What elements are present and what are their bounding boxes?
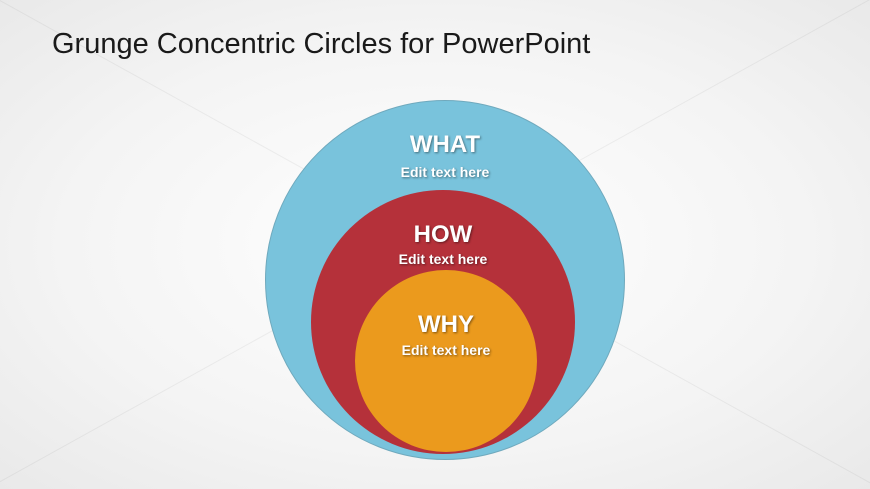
why-heading: WHY [418,311,474,338]
slide-title: Grunge Concentric Circles for PowerPoint [52,28,591,60]
what-heading: WHAT [409,131,481,158]
inner-circle-why [355,270,537,452]
why-text: Edit text here [401,342,491,358]
how-text: Edit text here [398,251,488,267]
how-heading: HOW [413,221,473,248]
what-text: Edit text here [400,164,490,180]
